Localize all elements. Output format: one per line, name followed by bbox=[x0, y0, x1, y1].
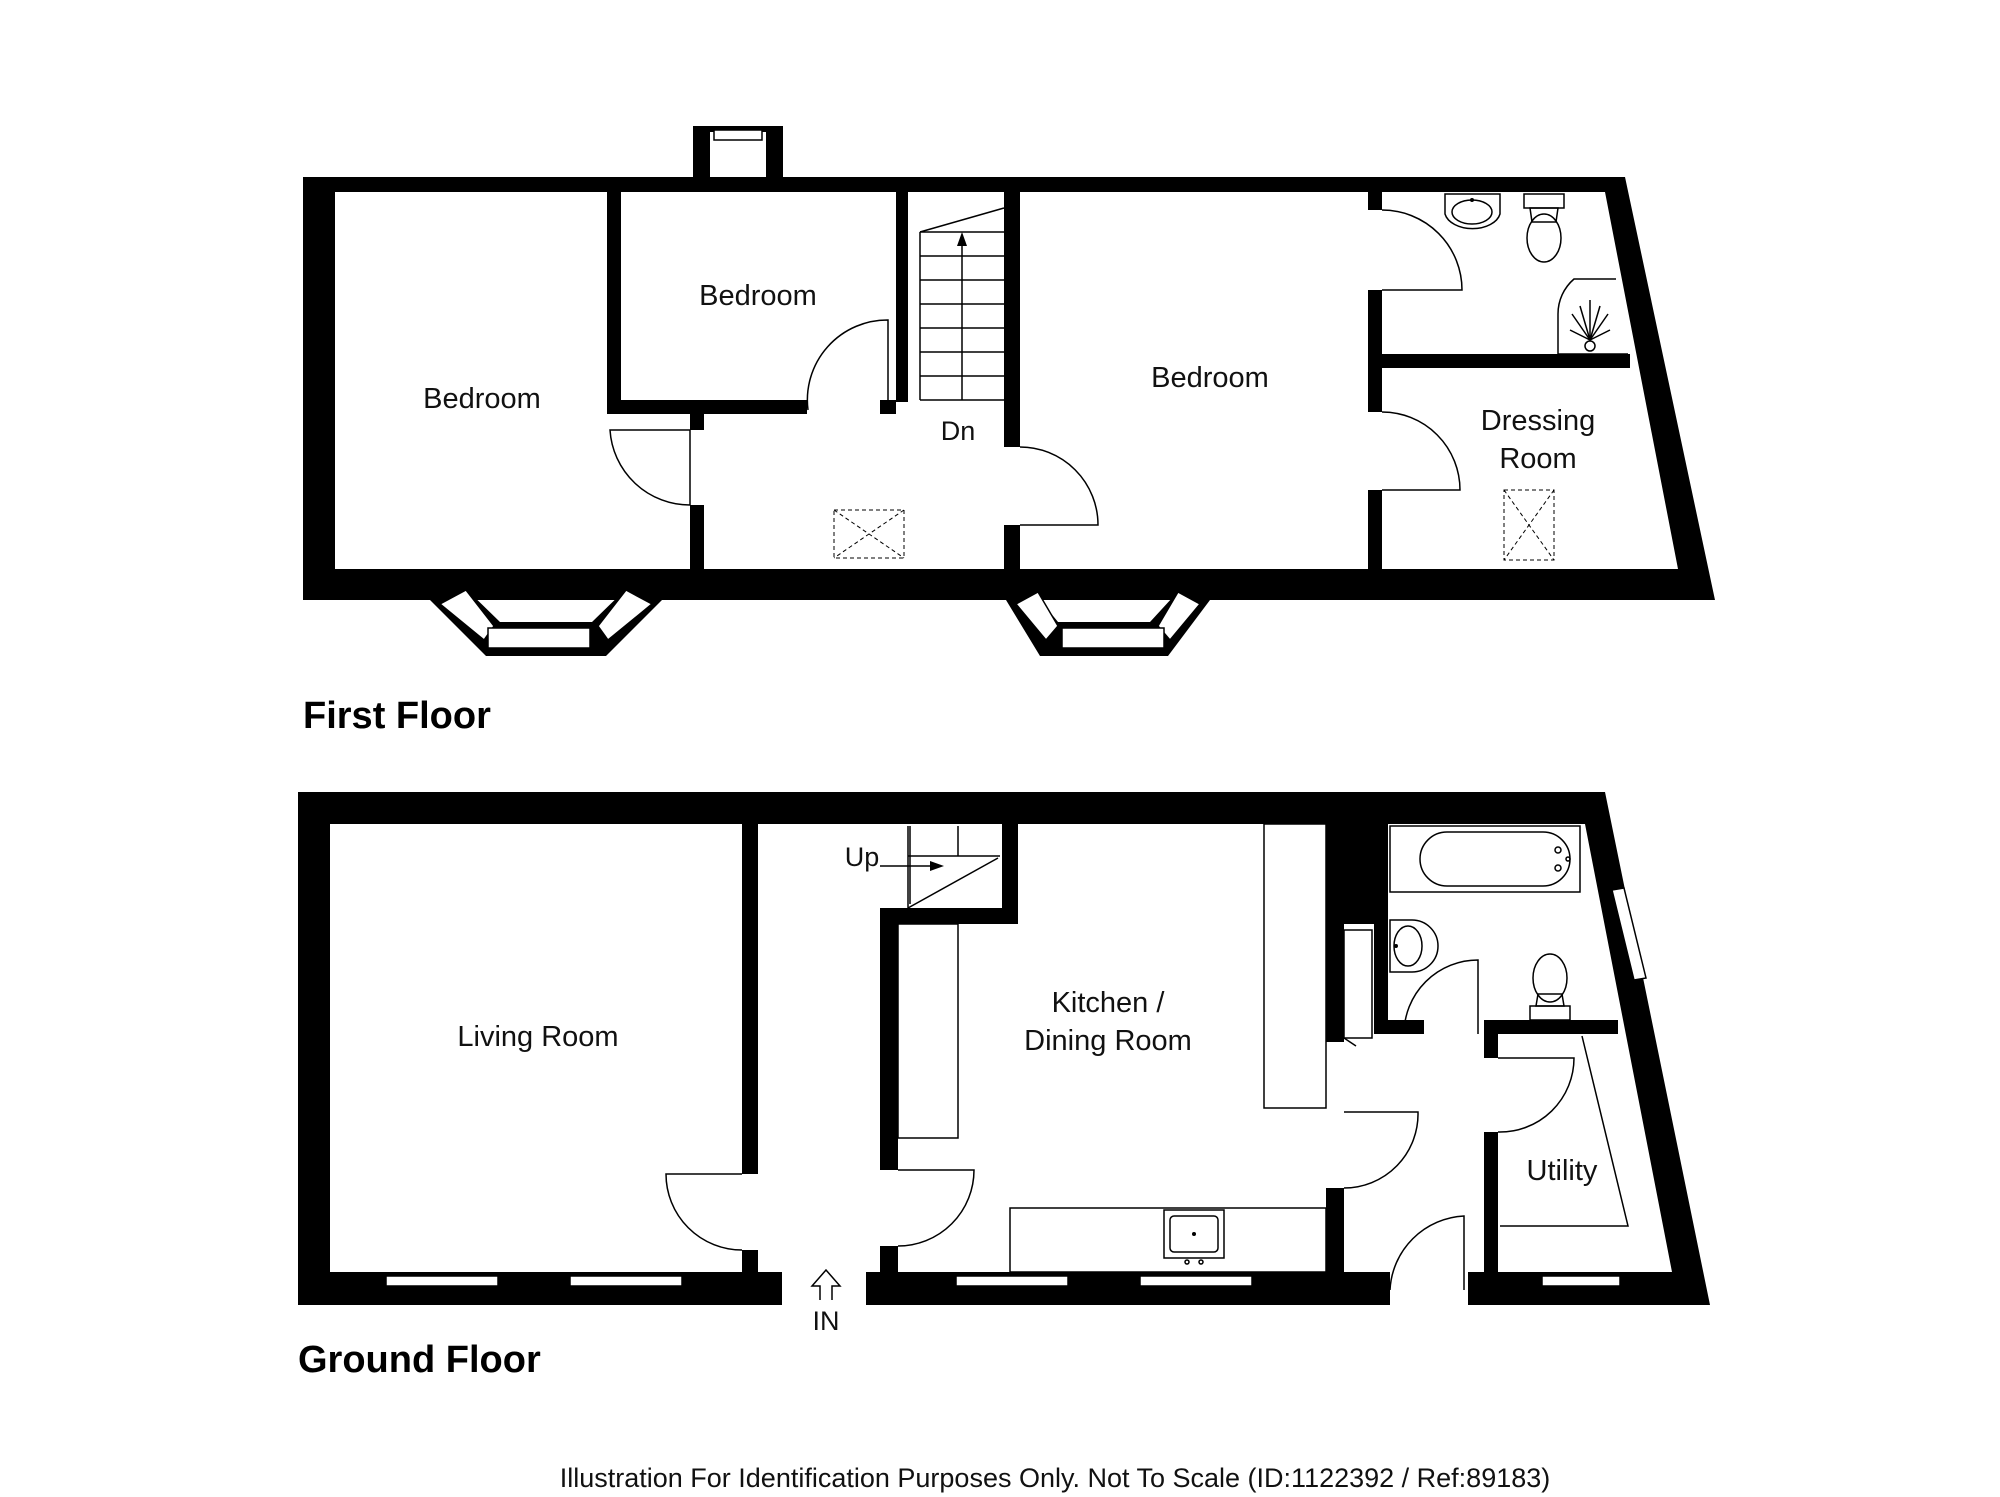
window-living-1 bbox=[385, 1275, 499, 1287]
disclaimer-text: Illustration For Identification Purposes… bbox=[560, 1463, 1551, 1493]
window-kitchen-1 bbox=[955, 1275, 1069, 1287]
wall-utility-left-top bbox=[1484, 1034, 1498, 1058]
wall-bathroom-left-top bbox=[1368, 192, 1382, 210]
first-floor-stairs bbox=[919, 207, 1005, 401]
ground-floor-plan: Living Room Kitchen / Dining Room Utilit… bbox=[298, 792, 1710, 1381]
wall-bathroom-left bbox=[1374, 824, 1388, 1034]
wall-bathroom-bottom bbox=[1368, 354, 1630, 368]
sink-icon bbox=[1389, 919, 1439, 973]
wall-dressing-left-bottom bbox=[1368, 490, 1382, 569]
door-right-bedroom bbox=[1019, 446, 1099, 526]
wall-utility-left bbox=[1484, 1132, 1498, 1272]
wall-bathroom-bottom-right bbox=[1484, 1020, 1618, 1034]
door-kitchen-to-back bbox=[1343, 1111, 1419, 1189]
chimney-window bbox=[713, 129, 763, 141]
window-bathroom-side bbox=[1611, 887, 1647, 981]
wall-kitchen-right-top bbox=[1326, 924, 1344, 1042]
wall-landing-left-top bbox=[690, 410, 704, 430]
wall-bathroom-bottom-left bbox=[1374, 1020, 1424, 1034]
floor-title-ground: Ground Floor bbox=[298, 1339, 541, 1381]
wall-bathroom-left-mid bbox=[1368, 290, 1382, 412]
room-label-dressing-line1: Dressing bbox=[1481, 405, 1595, 437]
wall-under-stairs bbox=[880, 908, 1018, 924]
back-door-gap bbox=[1390, 1268, 1468, 1310]
sink-icon bbox=[1444, 193, 1501, 230]
room-label-dressing-line2: Room bbox=[1499, 443, 1576, 475]
room-label-living-room: Living Room bbox=[457, 1021, 618, 1053]
door-kitchen bbox=[897, 1169, 975, 1247]
wall-living-right-bottom bbox=[742, 1250, 758, 1272]
bath-icon bbox=[1389, 825, 1581, 893]
entrance-label: IN bbox=[813, 1306, 840, 1336]
entrance-arrow-icon bbox=[810, 1268, 842, 1300]
window-utility bbox=[1541, 1275, 1621, 1287]
first-floor-plan: Bedroom Bedroom Bedroom Dressing Room Dn… bbox=[303, 126, 1715, 737]
first-floor-chimney bbox=[693, 126, 783, 192]
wall-hall-right bbox=[880, 908, 898, 1170]
wall-landing-left-bottom bbox=[690, 505, 704, 569]
wall-chimney-block bbox=[1326, 824, 1374, 924]
door-small-bedroom bbox=[806, 319, 889, 411]
door-back bbox=[1389, 1215, 1465, 1291]
cupboard bbox=[1343, 929, 1373, 1039]
shower-icon bbox=[1557, 278, 1628, 355]
room-label-bedroom-small: Bedroom bbox=[699, 280, 817, 312]
door-bathroom-ground bbox=[1403, 959, 1479, 1035]
skylight-icon bbox=[833, 509, 905, 559]
wall-bedroom-divider bbox=[607, 192, 621, 400]
wall-living-right bbox=[742, 824, 758, 1174]
bay-window-left bbox=[430, 585, 662, 656]
room-label-bedroom-right: Bedroom bbox=[1151, 362, 1269, 394]
wall-under-stairs-right bbox=[1002, 824, 1018, 924]
worktop-left bbox=[897, 923, 959, 1139]
utility-worktop bbox=[1500, 1035, 1629, 1227]
stair-arrow-icon bbox=[957, 232, 967, 400]
window-living-2 bbox=[569, 1275, 683, 1287]
bay-window-right bbox=[1006, 585, 1210, 656]
room-label-bedroom-left: Bedroom bbox=[423, 383, 541, 415]
wall-landing-right-bottom bbox=[1004, 525, 1020, 569]
floor-title-first: First Floor bbox=[303, 695, 491, 737]
wall-stair-left bbox=[896, 192, 908, 402]
stairs-label-down: Dn bbox=[941, 416, 976, 446]
stair-arrow-icon bbox=[880, 861, 944, 871]
door-dressing-room bbox=[1381, 411, 1461, 491]
door-living-room bbox=[665, 1173, 743, 1251]
sink-icon bbox=[1163, 1209, 1225, 1265]
room-label-kitchen-line2: Dining Room bbox=[1024, 1025, 1192, 1057]
ground-floor-stairs bbox=[880, 826, 1000, 909]
skylight-icon bbox=[1503, 489, 1555, 561]
room-label-kitchen-line1: Kitchen / bbox=[1052, 987, 1166, 1019]
door-utility bbox=[1497, 1057, 1575, 1133]
door-left-bedroom bbox=[609, 429, 691, 506]
wall-small-bedroom-bottom bbox=[607, 400, 807, 414]
wall-stair-right bbox=[1004, 192, 1020, 447]
toilet-icon bbox=[1529, 953, 1571, 1021]
worktop-right bbox=[1263, 823, 1327, 1109]
toilet-icon bbox=[1523, 193, 1565, 263]
window-kitchen-2 bbox=[1139, 1275, 1253, 1287]
worktop-bottom bbox=[1009, 1207, 1327, 1273]
entrance-gap bbox=[782, 1268, 866, 1310]
door-bathroom bbox=[1381, 209, 1463, 291]
wall-kitchen-right-bottom bbox=[1326, 1188, 1344, 1272]
stairs-label-up: Up bbox=[845, 842, 880, 872]
room-label-utility: Utility bbox=[1527, 1155, 1598, 1187]
wall-hall-right-bottom bbox=[880, 1246, 898, 1272]
